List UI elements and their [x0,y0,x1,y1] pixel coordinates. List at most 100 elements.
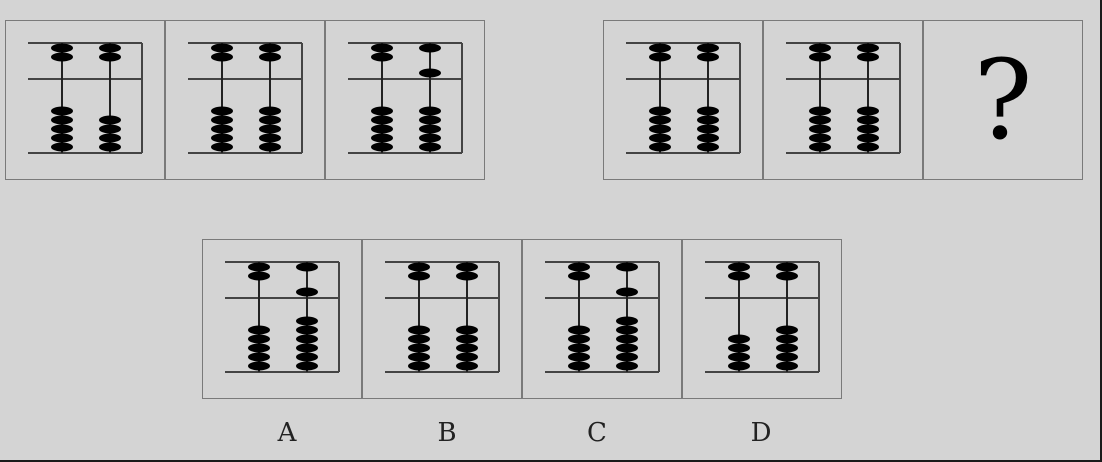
abacus-bead-left-upper [408,271,430,281]
abacus-bead-right-lower [697,106,719,116]
abacus-bead-right-upper [857,43,879,53]
abacus-bead-right-upper [616,287,638,297]
abacus-bead-left-lower [728,361,750,371]
abacus-bead-left-upper [51,43,73,53]
abacus-figure [705,261,820,373]
abacus-bead-right-lower [616,352,638,362]
abacus-bead-left-lower [371,124,393,134]
abacus-bead-left-lower [248,334,270,344]
abacus-bead-left-upper [809,52,831,62]
abacus-bead-left-lower [211,124,233,134]
abacus-bead-right-upper [456,271,478,281]
abacus-bead-left-lower [371,142,393,152]
question-panel: ? [923,20,1083,180]
abacus-bead-left-lower [211,133,233,143]
abacus-bead-left-lower [649,115,671,125]
abacus-bead-left-upper [568,262,590,272]
abacus-bead-left-lower [248,325,270,335]
abacus-bead-left-upper [809,43,831,53]
abacus-bead-left-upper [211,52,233,62]
abacus-bead-right-lower [776,334,798,344]
abacus-bead-right-lower [456,352,478,362]
abacus-bead-right-lower [616,325,638,335]
option-c-panel[interactable] [522,239,682,399]
sequence-right-panel-1 [603,20,763,180]
abacus-bead-right-lower [697,142,719,152]
abacus-bead-left-lower [809,133,831,143]
abacus-bead-left-lower [649,106,671,116]
abacus-bead-left-lower [568,352,590,362]
abacus-bead-right-lower [259,106,281,116]
abacus-bead-right-lower [776,361,798,371]
abacus-bead-left-lower [408,361,430,371]
abacus-bead-right-lower [697,115,719,125]
abacus-bead-left-upper [248,262,270,272]
abacus-bead-left-lower [568,361,590,371]
abacus-bead-left-lower [51,133,73,143]
sequence-left-panel-1 [5,20,165,180]
abacus-bead-right-lower [857,133,879,143]
abacus-bead-right-lower [419,115,441,125]
abacus-bead-right-lower [419,124,441,134]
abacus-figure [225,261,340,373]
abacus-bead-left-upper [728,271,750,281]
abacus-bead-right-upper [259,52,281,62]
abacus-bead-right-upper [259,43,281,53]
abacus-bead-right-lower [259,133,281,143]
abacus-bead-right-lower [419,142,441,152]
abacus-bead-right-upper [99,52,121,62]
abacus-bead-right-lower [697,133,719,143]
abacus-bead-right-upper [296,287,318,297]
option-a-panel[interactable] [202,239,362,399]
abacus-bead-right-upper [99,43,121,53]
abacus-bead-left-lower [728,343,750,353]
option-b-label[interactable]: B [437,418,457,448]
abacus-bead-right-lower [857,142,879,152]
abacus-bead-right-lower [419,133,441,143]
abacus-bead-right-lower [697,124,719,134]
abacus-bead-right-upper [857,52,879,62]
sequence-left-panel-3 [325,20,485,180]
abacus-bead-right-lower [296,325,318,335]
abacus-bead-right-lower [296,334,318,344]
abacus-bead-right-lower [456,325,478,335]
abacus-bead-right-lower [857,106,879,116]
option-d-panel[interactable] [682,239,842,399]
abacus-bead-right-lower [456,334,478,344]
abacus-bead-left-lower [211,115,233,125]
abacus-bead-left-upper [568,271,590,281]
abacus-figure [786,42,901,154]
abacus-bead-right-lower [776,325,798,335]
abacus-bead-left-lower [211,142,233,152]
sequence-left-panel-2 [165,20,325,180]
abacus-bead-right-upper [697,52,719,62]
abacus-bead-right-lower [857,115,879,125]
option-d-label[interactable]: D [750,418,772,448]
abacus-bead-left-lower [568,325,590,335]
abacus-bead-left-lower [649,133,671,143]
abacus-bead-left-lower [649,124,671,134]
abacus-bead-right-lower [616,334,638,344]
abacus-bead-right-upper [419,43,441,53]
abacus-bead-right-lower [296,352,318,362]
abacus-bead-left-lower [568,334,590,344]
question-mark: ? [973,36,1033,164]
abacus-bead-right-upper [776,262,798,272]
abacus-bead-left-upper [649,43,671,53]
abacus-bead-left-lower [248,352,270,362]
abacus-bead-right-lower [296,316,318,326]
abacus-bead-left-upper [211,43,233,53]
option-c-label[interactable]: C [587,418,607,448]
abacus-bead-right-lower [99,124,121,134]
abacus-bead-left-lower [248,361,270,371]
option-a-label[interactable]: A [277,418,297,448]
abacus-bead-left-lower [211,106,233,116]
abacus-bead-left-lower [809,142,831,152]
abacus-figure [28,42,143,154]
option-b-panel[interactable] [362,239,522,399]
abacus-bead-left-lower [51,115,73,125]
abacus-bead-right-lower [99,115,121,125]
abacus-bead-right-lower [616,343,638,353]
abacus-bead-left-upper [649,52,671,62]
abacus-bead-left-lower [809,106,831,116]
